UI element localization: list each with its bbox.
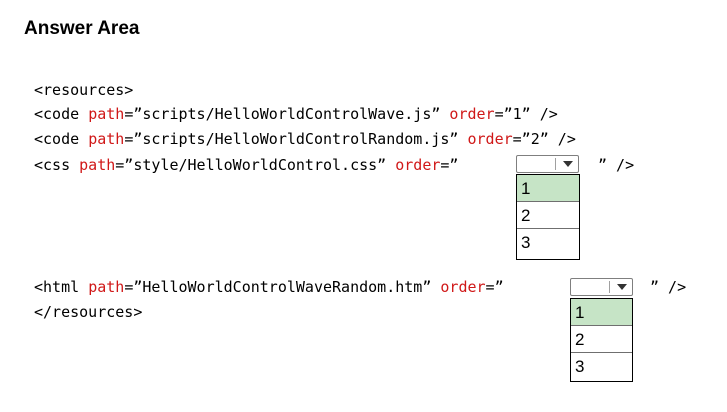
code-tag-prefix: <code — [34, 105, 89, 123]
html-tag-prefix: <html — [34, 278, 89, 296]
option-3[interactable]: 3 — [575, 357, 585, 376]
chevron-down-icon — [617, 284, 627, 290]
order-attribute: order — [467, 130, 513, 148]
html-line-close: ” /> — [650, 278, 687, 296]
css-line-close: ” /> — [598, 156, 635, 174]
path-value: =”style/HelloWorldControl.css” — [115, 156, 396, 174]
path-value: =”scripts/HelloWorldControlRandom.js” — [124, 130, 468, 148]
dropdown-divider — [609, 281, 610, 293]
path-value: =”scripts/HelloWorldControlWave.js” — [124, 105, 450, 123]
option-3[interactable]: 3 — [521, 233, 531, 252]
dropdown-divider — [555, 158, 556, 170]
order-value: =”1” /> — [494, 105, 558, 123]
path-attribute: path — [88, 278, 125, 296]
css-order-dropdown[interactable] — [516, 155, 579, 173]
html-order-options: 1 2 3 — [570, 298, 633, 382]
order-value: =”2” /> — [512, 130, 576, 148]
path-attribute: path — [79, 156, 116, 174]
path-attribute: path — [88, 105, 125, 123]
path-value: =”HelloWorldControlWaveRandom.htm” — [124, 278, 441, 296]
option-2[interactable]: 2 — [571, 326, 632, 353]
html-line: <html path=”HelloWorldControlWaveRandom.… — [34, 277, 504, 297]
code-line-wave: <code path=”scripts/HelloWorldControlWav… — [34, 104, 558, 124]
option-2[interactable]: 2 — [517, 202, 579, 229]
html-order-dropdown[interactable] — [570, 278, 633, 296]
option-1[interactable]: 1 — [571, 299, 632, 326]
option-1[interactable]: 1 — [517, 175, 579, 202]
order-value-open: =” — [485, 278, 504, 296]
order-attribute: order — [395, 156, 441, 174]
chevron-down-icon — [563, 161, 573, 167]
code-tag-prefix: <code — [34, 130, 89, 148]
css-line: <css path=”style/HelloWorldControl.css” … — [34, 155, 458, 175]
css-order-options: 1 2 3 — [516, 174, 580, 260]
code-line-random: <code path=”scripts/HelloWorldControlRan… — [34, 129, 576, 149]
order-attribute: order — [449, 105, 495, 123]
css-tag-prefix: <css — [34, 156, 80, 174]
page-title: Answer Area — [24, 18, 140, 39]
resources-open-tag: <resources> — [34, 81, 134, 99]
order-value-open: =” — [440, 156, 459, 174]
path-attribute: path — [88, 130, 125, 148]
resources-close-tag: </resources> — [34, 303, 143, 321]
order-attribute: order — [440, 278, 486, 296]
